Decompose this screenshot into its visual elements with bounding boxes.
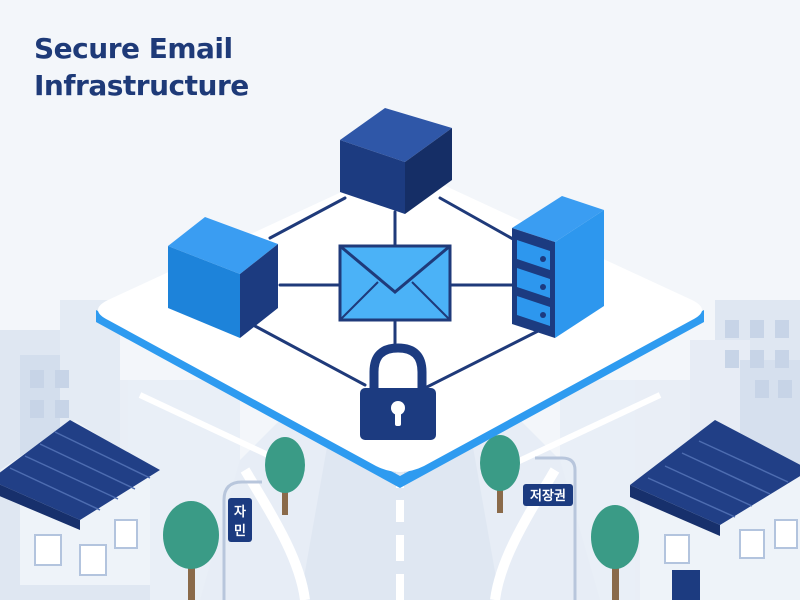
connections (238, 196, 552, 390)
envelope-icon (338, 244, 452, 322)
server-rack-icon (512, 196, 604, 338)
top-cube-icon (340, 108, 452, 214)
padlock-icon (360, 343, 436, 440)
right-sign: 저장권 (523, 456, 577, 600)
left-sign-text-2: 민 (234, 523, 246, 539)
left-sign-text-1: 자 (234, 505, 246, 520)
page-title: Secure Email Infrastructure (34, 30, 249, 104)
tree-right-back (480, 435, 520, 513)
trees (163, 435, 639, 600)
title-line-2: Infrastructure (34, 69, 249, 102)
left-cube-icon (168, 217, 278, 338)
title-line-1: Secure Email (34, 32, 233, 65)
right-house (630, 420, 800, 600)
right-sign-text: 저장권 (530, 488, 566, 504)
tree-right-front (591, 505, 639, 600)
tree-left-front (163, 501, 219, 600)
tree-left-back (265, 437, 305, 515)
left-house (0, 420, 160, 600)
left-sign: 자 민 (222, 480, 262, 600)
